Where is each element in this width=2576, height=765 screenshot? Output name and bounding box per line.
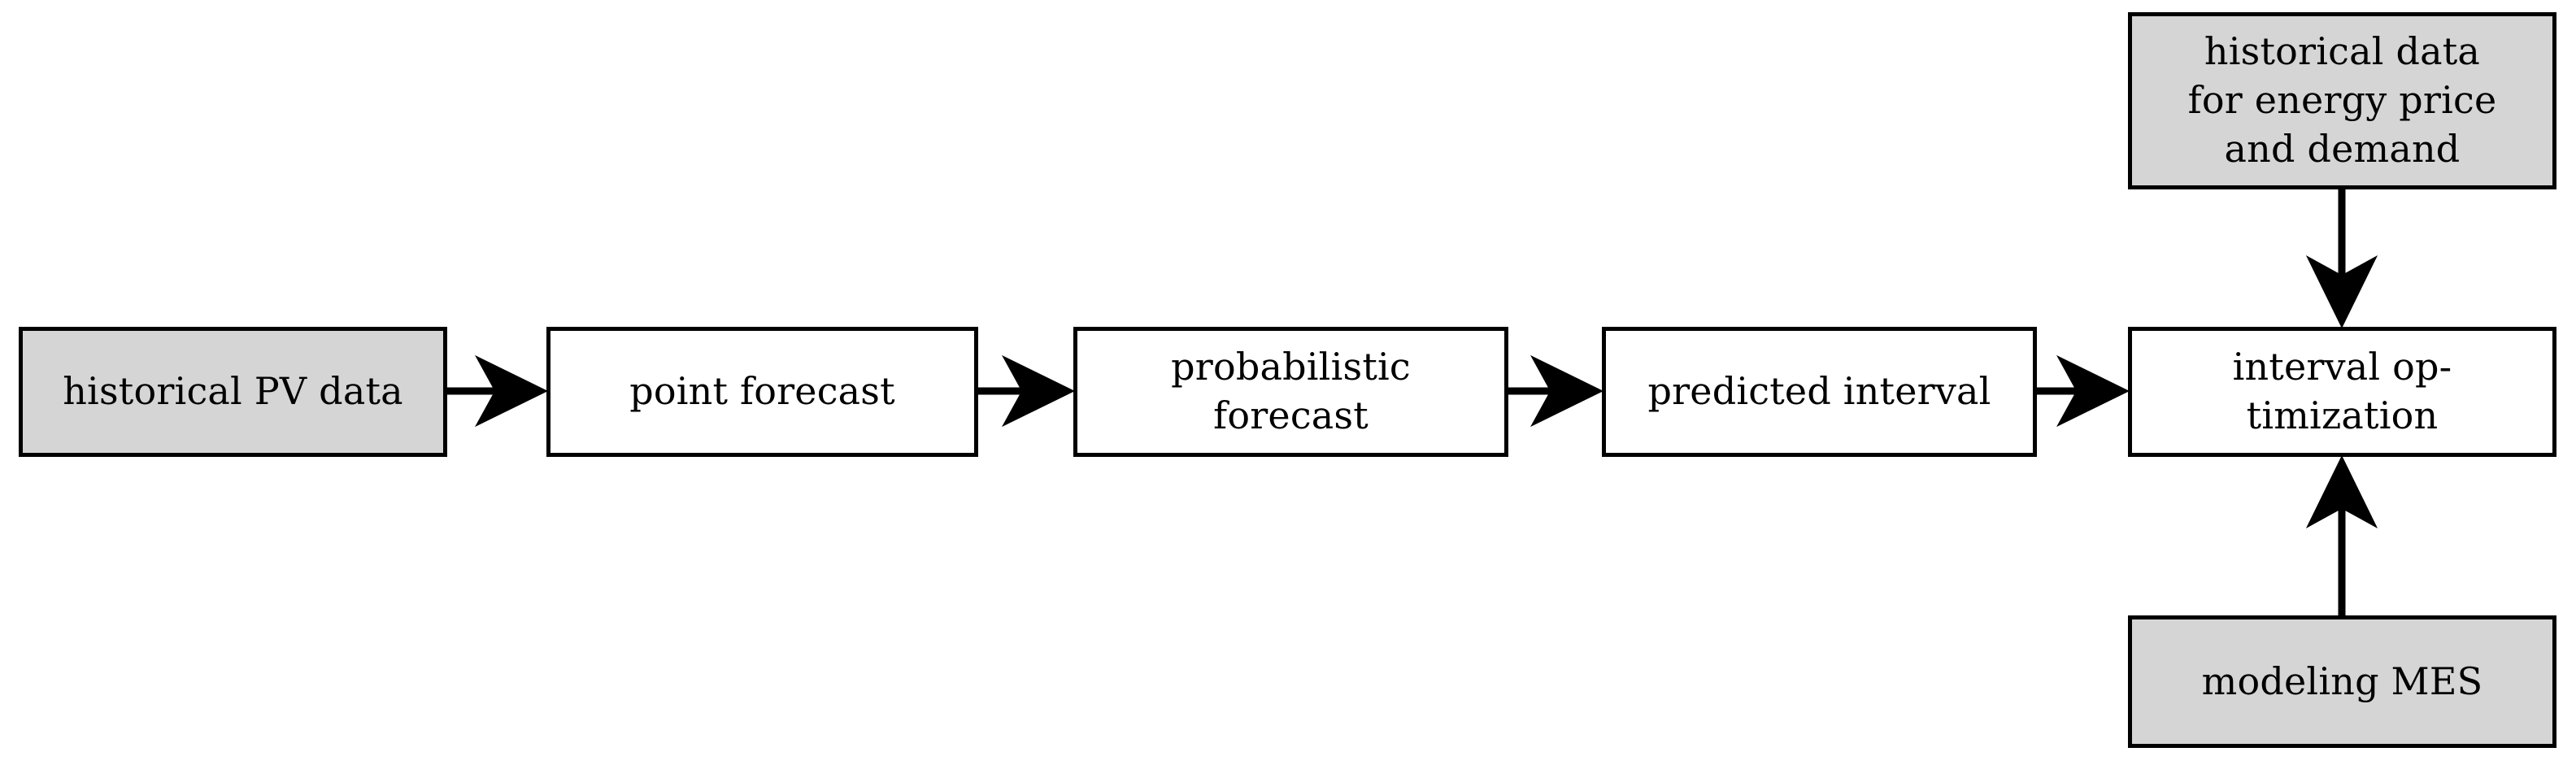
node-label-probabilistic-forecast: probabilistic forecast [1171, 345, 1411, 437]
node-interval-optimization[interactable]: interval op- timization [2128, 327, 2556, 457]
node-historical-pv-data[interactable]: historical PV data [19, 327, 447, 457]
node-historical-energy-price-demand[interactable]: historical data for energy price and dem… [2128, 12, 2556, 189]
node-point-forecast[interactable]: point forecast [546, 327, 978, 457]
node-modeling-mes[interactable]: modeling MES [2128, 615, 2556, 748]
node-label-historical-pv-data: historical PV data [63, 369, 403, 414]
node-label-predicted-interval: predicted interval [1647, 369, 1991, 414]
node-label-modeling-mes: modeling MES [2201, 659, 2483, 703]
node-label-historical-energy-price-demand: historical data for energy price and dem… [2187, 29, 2497, 171]
node-label-interval-optimization: interval op- timization [2232, 345, 2452, 437]
node-label-point-forecast: point forecast [629, 369, 895, 414]
node-probabilistic-forecast[interactable]: probabilistic forecast [1073, 327, 1508, 457]
node-predicted-interval[interactable]: predicted interval [1602, 327, 2037, 457]
